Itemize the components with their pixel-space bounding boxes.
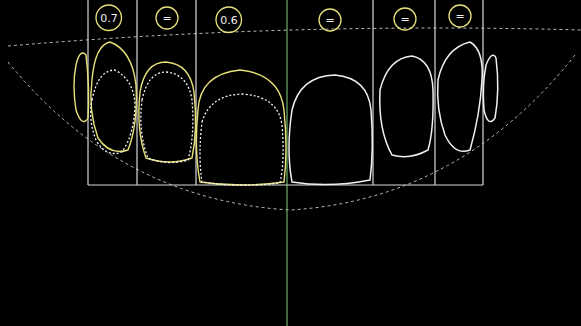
ratio-text: = [162,13,171,24]
ratio-circle: = [155,6,179,30]
ratio-circle: 0.6 [215,6,243,34]
ratio-text: = [325,15,334,26]
ratio-text: = [400,14,409,25]
ratio-text: 0.6 [220,15,238,26]
ratio-text: 0.7 [100,13,118,24]
ratio-circle: = [393,7,417,31]
ratio-circle: = [318,8,342,32]
ratio-circle: 0.7 [95,4,123,32]
ratio-text: = [455,11,464,22]
ratio-circle: = [448,4,472,28]
